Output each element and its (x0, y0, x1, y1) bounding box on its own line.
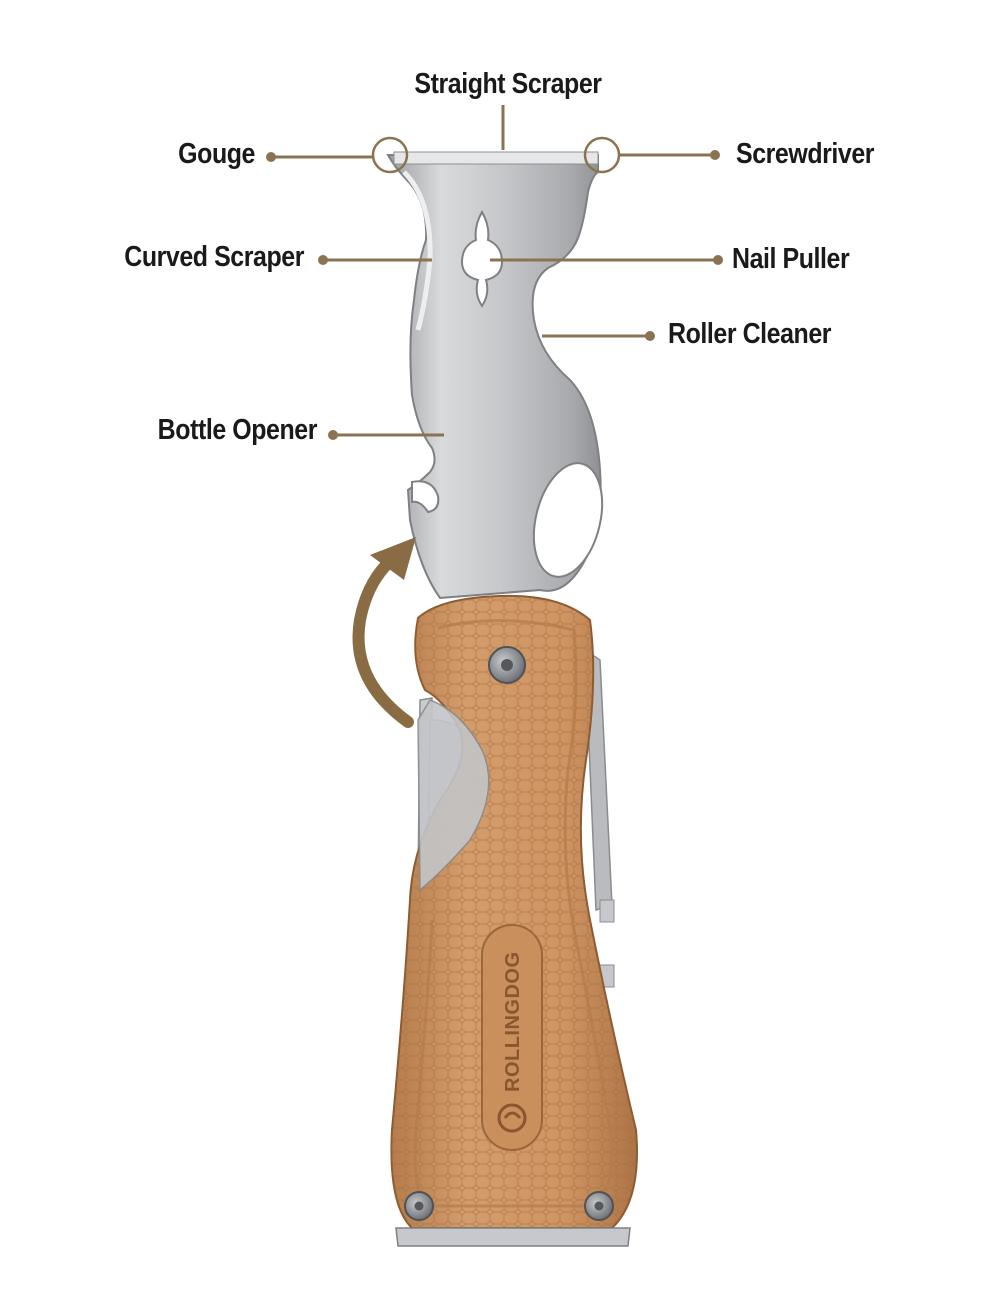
bottle-opener-notch (411, 480, 440, 514)
curved-arrow-icon (352, 537, 416, 728)
oval-cutout (532, 462, 604, 578)
bottom-cap (395, 1227, 631, 1247)
brand-plate (481, 924, 543, 1151)
label-gouge: Gouge (178, 138, 255, 170)
label-screwdriver: Screwdriver (736, 138, 875, 170)
nail-puller-slot (460, 209, 504, 308)
straight-scraper-edge (393, 151, 599, 165)
label-curved-scraper: Curved Scraper (124, 241, 304, 273)
screw-bottom-left (404, 1191, 434, 1221)
brand-name: ROLLINGDOG (502, 951, 524, 1092)
rollingdog-logo-icon (497, 1103, 527, 1133)
callout-dots (266, 150, 723, 440)
label-nail-puller: Nail Puller (732, 243, 850, 275)
label-bottle-opener: Bottle Opener (157, 414, 318, 446)
callout-lines (271, 105, 718, 437)
screw-bottom-right (584, 1191, 614, 1221)
finger-groove (417, 699, 490, 892)
label-straight-scraper: Straight Scraper (414, 68, 602, 100)
label-roller-cleaner: Roller Cleaner (668, 318, 832, 350)
screw-top (488, 646, 526, 684)
honeycomb-texture (391, 595, 637, 1228)
